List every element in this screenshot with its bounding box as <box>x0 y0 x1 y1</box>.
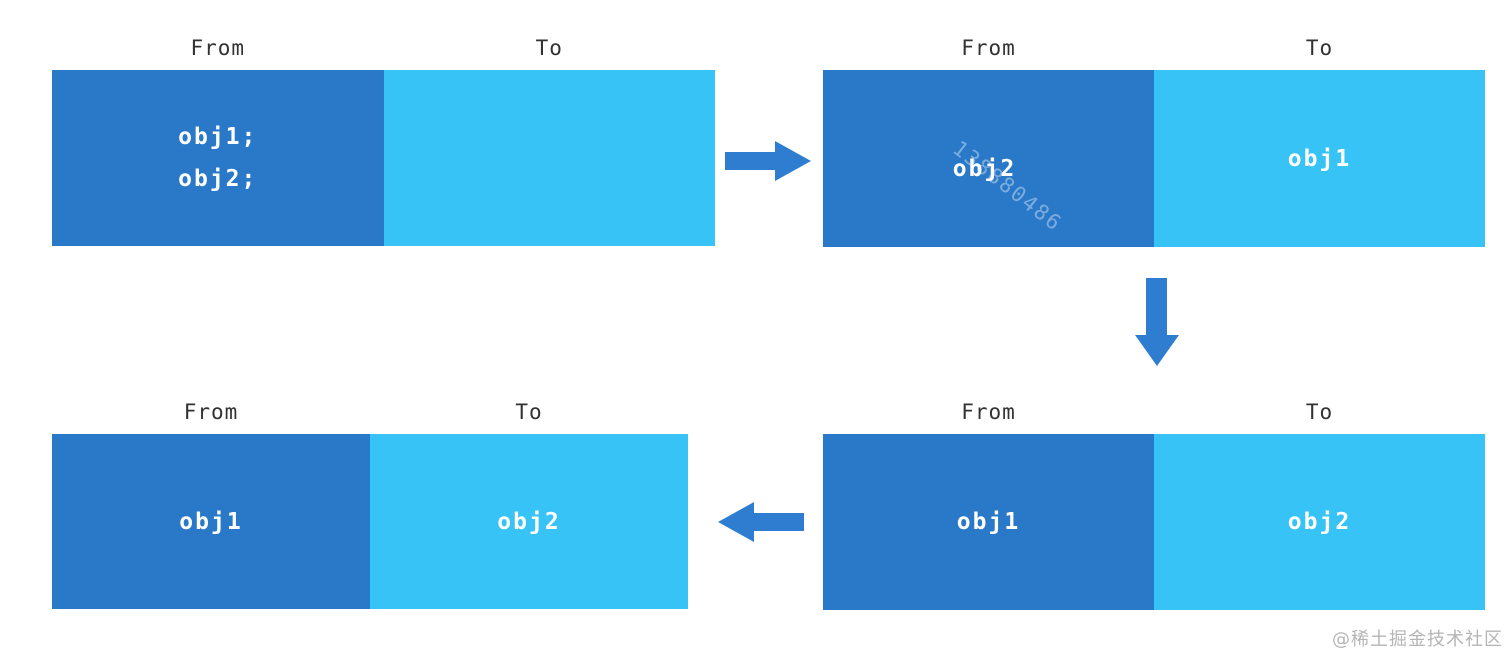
from-label: From <box>183 400 239 424</box>
panel-bottom-right: From To obj1 obj2 <box>823 390 1485 610</box>
from-box: obj2 138880486 <box>823 70 1154 247</box>
from-value: obj2 <box>952 155 1017 182</box>
from-value: obj2; <box>178 166 258 192</box>
from-box: obj1 <box>52 434 370 609</box>
column-labels: From To <box>52 390 688 434</box>
to-box: obj1 <box>1154 70 1485 247</box>
column-labels: From To <box>823 390 1485 434</box>
from-value: obj1 <box>956 509 1021 535</box>
to-box <box>383 70 715 246</box>
to-label: To <box>515 400 543 424</box>
memory-box: obj1 obj2 <box>823 434 1485 610</box>
from-box: obj1 <box>823 434 1154 610</box>
arrow-right-icon <box>725 140 813 182</box>
memory-box: obj2 138880486 obj1 <box>823 70 1485 247</box>
arrow-left-icon <box>716 501 804 543</box>
from-box: obj1; obj2; <box>52 70 384 246</box>
memory-box: obj1; obj2; <box>52 70 715 246</box>
panel-top-right: From To obj2 138880486 obj1 <box>823 26 1485 247</box>
panel-top-left: From To obj1; obj2; <box>52 26 715 246</box>
column-labels: From To <box>52 26 715 70</box>
from-value: obj1; <box>178 124 258 150</box>
arrow-down-icon <box>1131 278 1183 368</box>
from-value: obj1 <box>179 508 243 535</box>
to-label: To <box>535 36 563 60</box>
memory-box: obj1 obj2 <box>52 434 688 609</box>
from-label: From <box>961 400 1016 424</box>
to-box: obj2 <box>370 434 688 609</box>
from-label: From <box>961 36 1016 60</box>
to-label: To <box>1305 400 1334 424</box>
panel-bottom-left: From To obj1 obj2 <box>52 390 688 609</box>
from-label: From <box>190 36 246 60</box>
juejin-watermark: @稀土掘金技术社区 <box>1332 629 1503 650</box>
to-box: obj2 <box>1154 434 1485 610</box>
to-value: obj2 <box>1287 509 1352 535</box>
column-labels: From To <box>823 26 1485 70</box>
to-value: obj1 <box>1287 145 1352 172</box>
to-label: To <box>1305 36 1334 60</box>
to-value: obj2 <box>497 508 561 535</box>
